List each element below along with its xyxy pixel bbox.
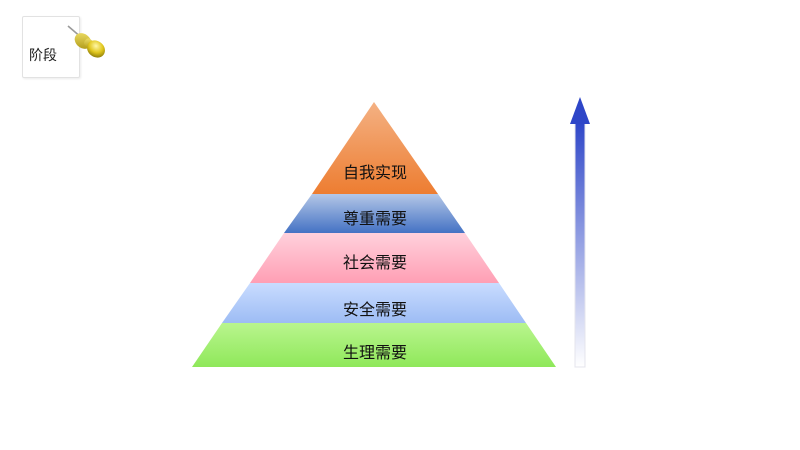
pyramid-level-physiological — [192, 323, 556, 367]
pyramid-level-self-actualization — [312, 102, 438, 194]
pyramid-level-physiological-label: 生理需要 — [343, 343, 407, 362]
pyramid-level-esteem-label: 尊重需要 — [343, 209, 407, 228]
stage-note-label: 阶段 — [29, 48, 57, 64]
up-arrow-icon — [570, 97, 590, 368]
pyramid-level-social-label: 社会需要 — [343, 253, 407, 272]
pyramid-level-safety-label: 安全需要 — [343, 300, 407, 319]
pyramid-level-safety — [222, 283, 526, 323]
pyramid-level-social — [250, 233, 499, 283]
pushpin-icon — [67, 25, 105, 58]
stage-note-card: 阶段 — [22, 16, 80, 78]
pyramid-level-self-actualization-label: 自我实现 — [343, 163, 407, 182]
pyramid-level-esteem — [284, 194, 465, 233]
